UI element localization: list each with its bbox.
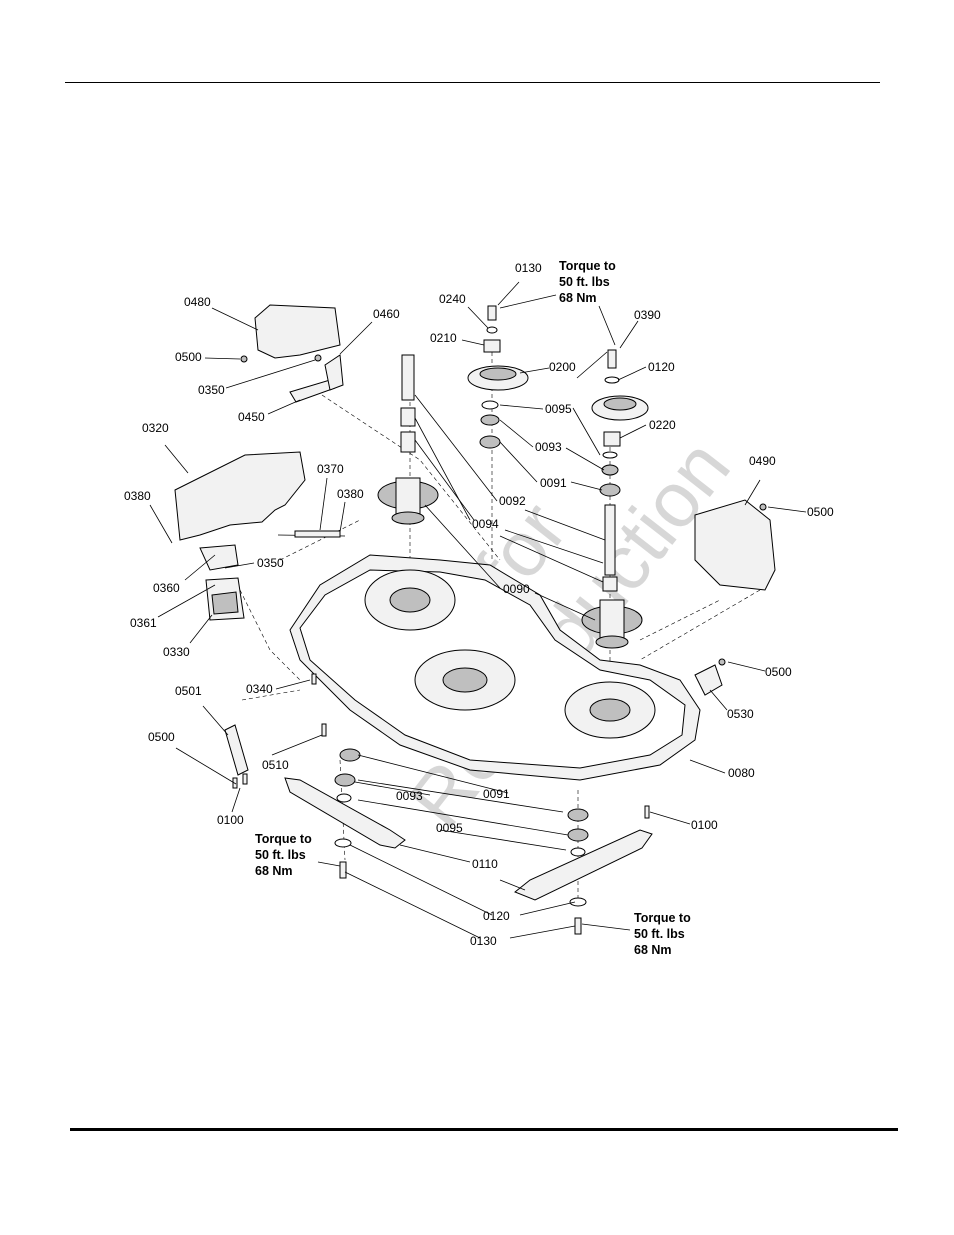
torque-note-line: 68 Nm <box>559 291 597 305</box>
part-label: 0380 <box>337 487 364 501</box>
torque-note-line: 50 ft. lbs <box>255 848 306 862</box>
torque-note-right: Torque to 50 ft. lbs 68 Nm <box>634 911 691 957</box>
part-label: 0500 <box>765 665 792 679</box>
part-label: 0210 <box>430 331 457 345</box>
part-label: 0080 <box>728 766 755 780</box>
pulley-stack-right <box>591 349 649 592</box>
part-label: 0500 <box>148 730 175 744</box>
pulley-stack-center <box>467 305 529 449</box>
part-label: 0500 <box>807 505 834 519</box>
part-label: 0460 <box>373 307 400 321</box>
header-rule <box>65 82 880 83</box>
part-label: 0200 <box>549 360 576 374</box>
part-label: 0092 <box>499 494 526 508</box>
part-label: 0330 <box>163 645 190 659</box>
part-label: 0093 <box>396 789 423 803</box>
part-label: 0095 <box>545 402 572 416</box>
torque-note-line: Torque to <box>559 259 616 273</box>
spindle-left <box>377 477 439 525</box>
part-label: 0501 <box>175 684 202 698</box>
part-label: 0120 <box>483 909 510 923</box>
part-label: 0130 <box>515 261 542 275</box>
spindle-right <box>581 599 643 649</box>
part-label: 0350 <box>257 556 284 570</box>
torque-note-line: 68 Nm <box>255 864 293 878</box>
bracket-0450 <box>289 354 344 403</box>
bolts-misc <box>311 673 650 819</box>
part-label: 0360 <box>153 581 180 595</box>
blade-right <box>514 829 653 901</box>
part-label: 0340 <box>246 682 273 696</box>
cover-0490 <box>694 499 776 591</box>
torque-note-top: Torque to 50 ft. lbs 68 Nm <box>559 259 616 305</box>
part-label: 0370 <box>317 462 344 476</box>
part-label: 0490 <box>749 454 776 468</box>
part-label: 0093 <box>535 440 562 454</box>
footer-rule <box>70 1128 898 1131</box>
part-label: 0094 <box>472 517 499 531</box>
cover-0480 <box>240 304 341 363</box>
idler-0530 <box>694 658 726 696</box>
torque-note-line: Torque to <box>634 911 691 925</box>
part-label: 0380 <box>124 489 151 503</box>
part-label: 0510 <box>262 758 289 772</box>
part-label: 0100 <box>691 818 718 832</box>
part-label: 0500 <box>175 350 202 364</box>
part-label: 0091 <box>483 787 510 801</box>
part-label: 0110 <box>472 857 498 871</box>
torque-note-line: 50 ft. lbs <box>634 927 685 941</box>
part-label: 0240 <box>439 292 466 306</box>
bracket-0330 <box>199 544 245 621</box>
deflector-0501 <box>224 724 249 789</box>
torque-note-left: Torque to 50 ft. lbs 68 Nm <box>255 832 312 878</box>
torque-note-line: Torque to <box>255 832 312 846</box>
part-label: 0095 <box>436 821 463 835</box>
cover-0320 <box>174 451 346 541</box>
part-label: 0530 <box>727 707 754 721</box>
lower-stack-right <box>567 808 589 935</box>
part-label: 0130 <box>470 934 497 948</box>
part-label: 0320 <box>142 421 169 435</box>
part-label: 0390 <box>634 308 661 322</box>
part-labels: 0130 0240 0210 0200 0095 0093 0091 0092 … <box>124 261 834 948</box>
part-label: 0361 <box>130 616 157 630</box>
left-shaft-stack <box>400 354 416 453</box>
part-label: 0350 <box>198 383 225 397</box>
part-label: 0091 <box>540 476 567 490</box>
mower-deck <box>289 554 701 781</box>
part-label: 0480 <box>184 295 211 309</box>
part-label: 0090 <box>503 582 530 596</box>
torque-note-line: 68 Nm <box>634 943 672 957</box>
part-label: 0220 <box>649 418 676 432</box>
part-label: 0120 <box>648 360 675 374</box>
lower-stack-left <box>334 748 361 879</box>
part-label: 0450 <box>238 410 265 424</box>
leader-lines <box>149 281 807 939</box>
torque-note-line: 50 ft. lbs <box>559 275 610 289</box>
part-label: 0100 <box>217 813 244 827</box>
blade-left <box>284 777 406 849</box>
